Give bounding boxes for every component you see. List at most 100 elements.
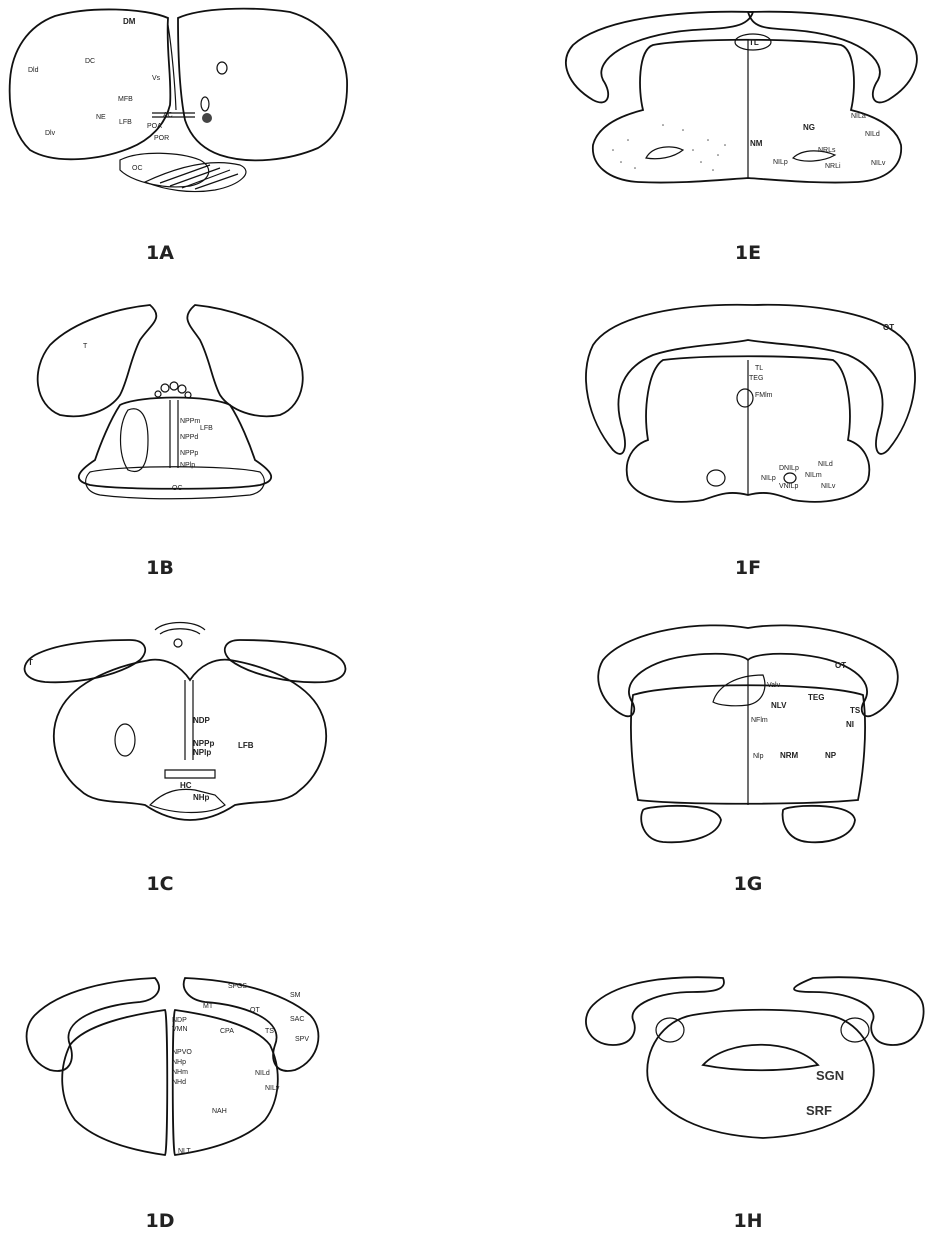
label-tl: TL <box>755 365 763 372</box>
label-teg: TEG <box>749 375 763 382</box>
caption-1g: 1G <box>688 873 808 895</box>
label-dld: Dld <box>28 67 39 74</box>
label-sfgs: SFGS <box>228 983 247 990</box>
panel-1c: T NDP NPPp NPlp LFB HC NHp 1C <box>0 610 460 920</box>
label-ng: NG <box>803 123 815 132</box>
caption-1h: 1H <box>688 1210 808 1232</box>
label-sm: SM <box>290 992 301 999</box>
label-nplp: NPlp <box>193 748 211 757</box>
label-lfb: LFB <box>238 741 254 750</box>
tectum-left-1c <box>25 640 146 682</box>
label-ot: OT <box>883 323 894 332</box>
caption-1f: 1F <box>688 557 808 579</box>
label-sgn: SGN <box>816 1068 844 1083</box>
caption-1c: 1C <box>100 873 220 895</box>
label-nppm: NPPm <box>180 418 200 425</box>
label-ot: OT <box>250 1007 260 1014</box>
label-ni: NI <box>846 720 854 729</box>
label-ac: AC <box>163 112 173 119</box>
label-nilv: NILv <box>871 160 886 167</box>
nucleus-circle <box>217 62 227 74</box>
label-lfb: LFB <box>119 119 132 126</box>
label-ts: TS <box>265 1028 274 1035</box>
label-nppd: NPPd <box>180 434 198 441</box>
label-nilv: NILv <box>265 1085 280 1092</box>
caption-1a: 1A <box>100 242 220 264</box>
tectum-right-1c <box>225 640 346 682</box>
forebrain-outline-right <box>178 9 347 161</box>
ring-left-1h <box>656 1018 684 1042</box>
label-nlp: Nlp <box>753 753 764 760</box>
midbrain-body <box>593 40 901 183</box>
label-por: POR <box>154 135 169 142</box>
label-nilp: NILp <box>773 159 788 166</box>
label-nm: NM <box>750 139 763 148</box>
panel-1d: SFGS SM MT OT SAC NDP VMN CPA TS SPV NPV… <box>0 920 460 1240</box>
panel-1h: SGN SRF 1H <box>463 920 927 1240</box>
label-nila: NILa <box>851 113 866 120</box>
label-nilp: NILp <box>761 475 776 482</box>
label-mt: MT <box>203 1003 214 1010</box>
label-ndp: NDP <box>172 1017 187 1024</box>
label-nild: NILd <box>255 1070 270 1077</box>
label-t: T <box>83 343 88 350</box>
label-t: T <box>28 658 33 667</box>
label-nild: NILd <box>865 131 880 138</box>
label-sac: SAC <box>290 1016 304 1023</box>
label-hc: HC <box>180 781 192 790</box>
label-nrm: NRM <box>780 751 799 760</box>
nucleus-left-lens <box>646 147 683 159</box>
hc-bar <box>165 770 215 778</box>
label-cpa: CPA <box>220 1028 234 1035</box>
ventricle-1h <box>703 1045 818 1071</box>
label-np: NP <box>825 751 837 760</box>
optic-tract-hatch <box>145 163 246 192</box>
panel-1a: DM Dld DC Vs MFB NE LFB Dlv AC POA POR O… <box>0 0 460 300</box>
inner-left <box>121 409 149 472</box>
label-nppp: NPPp <box>180 450 198 457</box>
valvula <box>713 675 765 706</box>
label-lfb: LFB <box>200 425 213 432</box>
label-nild: NILd <box>818 461 833 468</box>
diagram-1b: T NPPm LFB NPPd NPPp NPlp OC <box>0 300 460 610</box>
hypothalamus-lower <box>150 789 225 812</box>
label-dm: DM <box>123 17 136 26</box>
label-fmlm: FMlm <box>755 392 773 399</box>
label-tl: TL <box>749 38 759 47</box>
label-nilv: NILv <box>821 483 836 490</box>
dense-nucleus <box>202 113 212 123</box>
tectum-right-1h <box>794 977 924 1045</box>
diagram-1d: SFGS SM MT OT SAC NDP VMN CPA TS SPV NPV… <box>0 920 460 1240</box>
vnilp-ring <box>784 473 796 483</box>
label-nflm: NFlm <box>751 717 768 724</box>
label-nhp: NHp <box>172 1059 186 1066</box>
tectum-left <box>566 12 753 103</box>
label-nah: NAH <box>212 1108 227 1115</box>
label-dnilp: DNILp <box>779 465 799 472</box>
label-ndp: NDP <box>193 716 211 725</box>
caption-1b: 1B <box>100 557 220 579</box>
label-valv: Valv <box>767 682 781 689</box>
label-nilm: NILm <box>805 472 822 479</box>
label-nlt: NLT <box>178 1148 191 1155</box>
label-nrls: NRLs <box>818 147 836 154</box>
label-nplp: NPlp <box>180 462 195 469</box>
label-nhd: NHd <box>172 1079 186 1086</box>
label-vmn: VMN <box>172 1026 188 1033</box>
label-npvo: NPVO <box>172 1049 192 1056</box>
top-circle <box>174 639 182 647</box>
lower-right-lobe <box>783 806 855 842</box>
label-vnilp: VNILp <box>779 483 799 490</box>
forebrain-outline-left <box>10 9 171 159</box>
panel-1f: OT TL TEG FMlm NILd DNILp NILm NILp VNIL… <box>463 300 927 610</box>
fmlm-ring <box>737 389 753 407</box>
label-srf: SRF <box>806 1103 832 1118</box>
label-spv: SPV <box>295 1036 309 1043</box>
top-vesicles <box>155 623 205 635</box>
label-poa: POA <box>147 123 162 130</box>
label-dlv: Dlv <box>45 130 56 137</box>
diagram-1h: SGN SRF <box>463 920 927 1240</box>
label-nhp: NHp <box>193 793 210 802</box>
label-oc: OC <box>132 165 143 172</box>
label-ot: OT <box>835 661 846 670</box>
